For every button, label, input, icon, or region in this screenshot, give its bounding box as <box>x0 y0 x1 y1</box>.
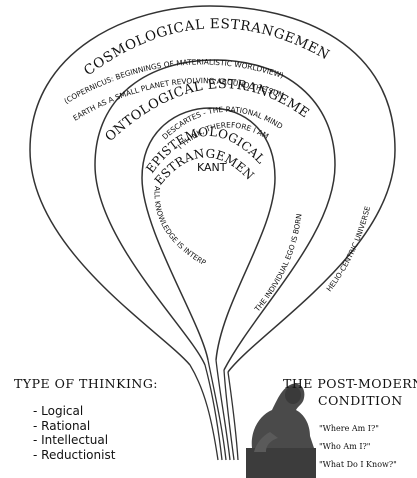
list-item: - Rational <box>33 418 91 433</box>
question-who: "Who Am I?" <box>319 442 371 451</box>
epistemological-ring <box>141 107 276 361</box>
question-what: "What Do I Know?" <box>319 460 397 469</box>
ontological-ring <box>94 59 336 371</box>
postmodern-heading-line2: CONDITION <box>318 393 403 408</box>
cosmological-ring <box>29 5 396 373</box>
question-where: "Where Am I?" <box>319 424 379 433</box>
list-item: - Reductionist <box>33 447 116 462</box>
postmodern-heading-line1: THE POST-MODERN <box>283 376 417 391</box>
cosmological-stem-label: HELIO-CENTRIC UNIVERSE <box>324 205 372 293</box>
thinking-list: - Logical - Rational - Intellectual - Re… <box>33 404 115 462</box>
list-item: - Logical <box>33 404 84 418</box>
thinker-statue-image <box>246 383 316 478</box>
list-item: - Intellectual <box>33 433 109 447</box>
kant-label: KANT <box>197 161 227 174</box>
type-of-thinking-heading: TYPE OF THINKING: <box>14 376 159 391</box>
